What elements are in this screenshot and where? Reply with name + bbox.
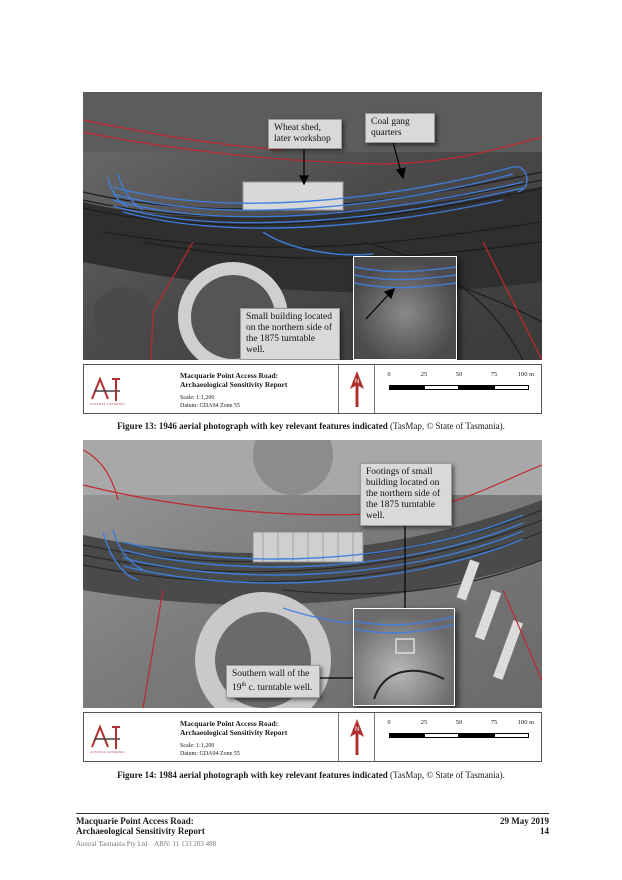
legend-title-line1: Macquarie Point Access Road: <box>180 719 279 728</box>
legend-scale-datum: Scale: 1:1,200 Datum: GDA94 Zone 55 <box>180 742 240 758</box>
scale-segment <box>389 385 424 390</box>
scale-segment <box>494 385 529 390</box>
legend-title: Macquarie Point Access Road: Archaeologi… <box>180 371 287 389</box>
footer-report-title: Macquarie Point Access Road: Archaeologi… <box>76 816 205 836</box>
footer-company: Austral Tasmania Pty Ltd ABN: 11 133 203… <box>76 840 217 848</box>
caption-label: Figure 13: 1946 aerial photograph with k… <box>117 421 388 431</box>
logo-subtitle: AUSTRAL TASMANIA <box>90 402 125 406</box>
north-arrow-icon: N <box>350 719 364 755</box>
legend-divider <box>374 713 375 761</box>
svg-text:N: N <box>355 379 359 385</box>
legend-title-line2: Archaeological Sensitivity Report <box>180 380 288 389</box>
footer-title-line2: Archaeological Sensitivity Report <box>76 826 205 836</box>
scale-tick: 100 m <box>517 719 535 726</box>
scale-segment <box>424 385 459 390</box>
scale-tick: 0 <box>387 719 391 726</box>
inset-photo-footings <box>353 608 455 706</box>
scale-tick: 25 <box>420 719 428 726</box>
caption-credit: (TasMap, © State of Tasmania). <box>387 770 505 780</box>
scale-tick: 25 <box>420 371 428 378</box>
scale-tick: 75 <box>490 371 498 378</box>
scale-bar: 0 25 50 75 100 m <box>387 371 539 401</box>
svg-text:N: N <box>355 727 359 733</box>
north-arrow-icon: N <box>350 371 364 407</box>
scale-tick: 100 m <box>517 371 535 378</box>
legend-divider <box>374 365 375 413</box>
legend-datum: Datum: GDA94 Zone 55 <box>180 751 240 757</box>
legend-divider <box>338 713 339 761</box>
scale-bar: 0 25 50 75 100 m <box>387 719 539 749</box>
figure-13-caption: Figure 13: 1946 aerial photograph with k… <box>0 421 622 431</box>
austral-logo-icon <box>91 376 120 401</box>
caption-credit: (TasMap, © State of Tasmania). <box>387 421 505 431</box>
callout-footings: Footings of small building located on th… <box>360 463 452 526</box>
scale-segment <box>389 733 424 738</box>
footer-date: 29 May 2019 <box>500 816 549 826</box>
scale-segment <box>424 733 459 738</box>
map-legend-14: AUSTRAL TASMANIA Macquarie Point Access … <box>83 712 542 762</box>
footer-title-line1: Macquarie Point Access Road: <box>76 816 194 826</box>
scale-tick: 50 <box>455 719 463 726</box>
logo-subtitle: AUSTRAL TASMANIA <box>90 750 125 754</box>
legend-title-line1: Macquarie Point Access Road: <box>180 371 279 380</box>
map-legend-13: AUSTRAL TASMANIA Macquarie Point Access … <box>83 364 542 414</box>
callout-wheat-shed: Wheat shed, later workshop <box>268 119 342 149</box>
callout-coal-gang: Coal gang quarters <box>365 113 435 143</box>
figure-13: Wheat shed, later workshop Coal gang qua… <box>83 92 542 414</box>
scale-tick: 0 <box>387 371 391 378</box>
austral-logo-icon <box>91 724 120 749</box>
scale-segment <box>459 733 494 738</box>
aerial-photo-1946: Wheat shed, later workshop Coal gang qua… <box>83 92 542 360</box>
aerial-photo-1984: Footings of small building located on th… <box>83 440 542 708</box>
legend-title: Macquarie Point Access Road: Archaeologi… <box>180 719 287 737</box>
caption-label: Figure 14: 1984 aerial photograph with k… <box>117 770 388 780</box>
callout-southern-text-a: Southern wall of the <box>232 669 310 679</box>
callout-southern-superscript: th <box>241 682 247 688</box>
scale-segment <box>459 385 494 390</box>
scale-tick: 75 <box>490 719 498 726</box>
callout-southern-text-b: c. turntable well. <box>246 683 313 694</box>
footer-date-page: 29 May 2019 14 <box>500 816 549 836</box>
legend-scale-datum: Scale: 1:1,200 Datum: GDA94 Zone 55 <box>180 394 240 410</box>
legend-divider <box>338 365 339 413</box>
inset-photo-small-building <box>353 256 457 360</box>
scale-segment <box>494 733 529 738</box>
figure-14-caption: Figure 14: 1984 aerial photograph with k… <box>0 770 622 780</box>
footer-rule <box>76 813 549 814</box>
callout-southern-wall: Southern wall of the 19th c. turntable w… <box>226 665 320 699</box>
legend-scale: Scale: 1:1,200 <box>180 395 215 401</box>
callout-small-building: Small building located on the northern s… <box>240 308 340 360</box>
legend-title-line2: Archaeological Sensitivity Report <box>180 728 288 737</box>
scale-tick: 50 <box>455 371 463 378</box>
page-number: 14 <box>540 826 549 836</box>
callout-southern-number: 19 <box>232 683 242 694</box>
figure-14: Footings of small building located on th… <box>83 440 542 766</box>
legend-scale: Scale: 1:1,200 <box>180 743 215 749</box>
legend-datum: Datum: GDA94 Zone 55 <box>180 403 240 409</box>
